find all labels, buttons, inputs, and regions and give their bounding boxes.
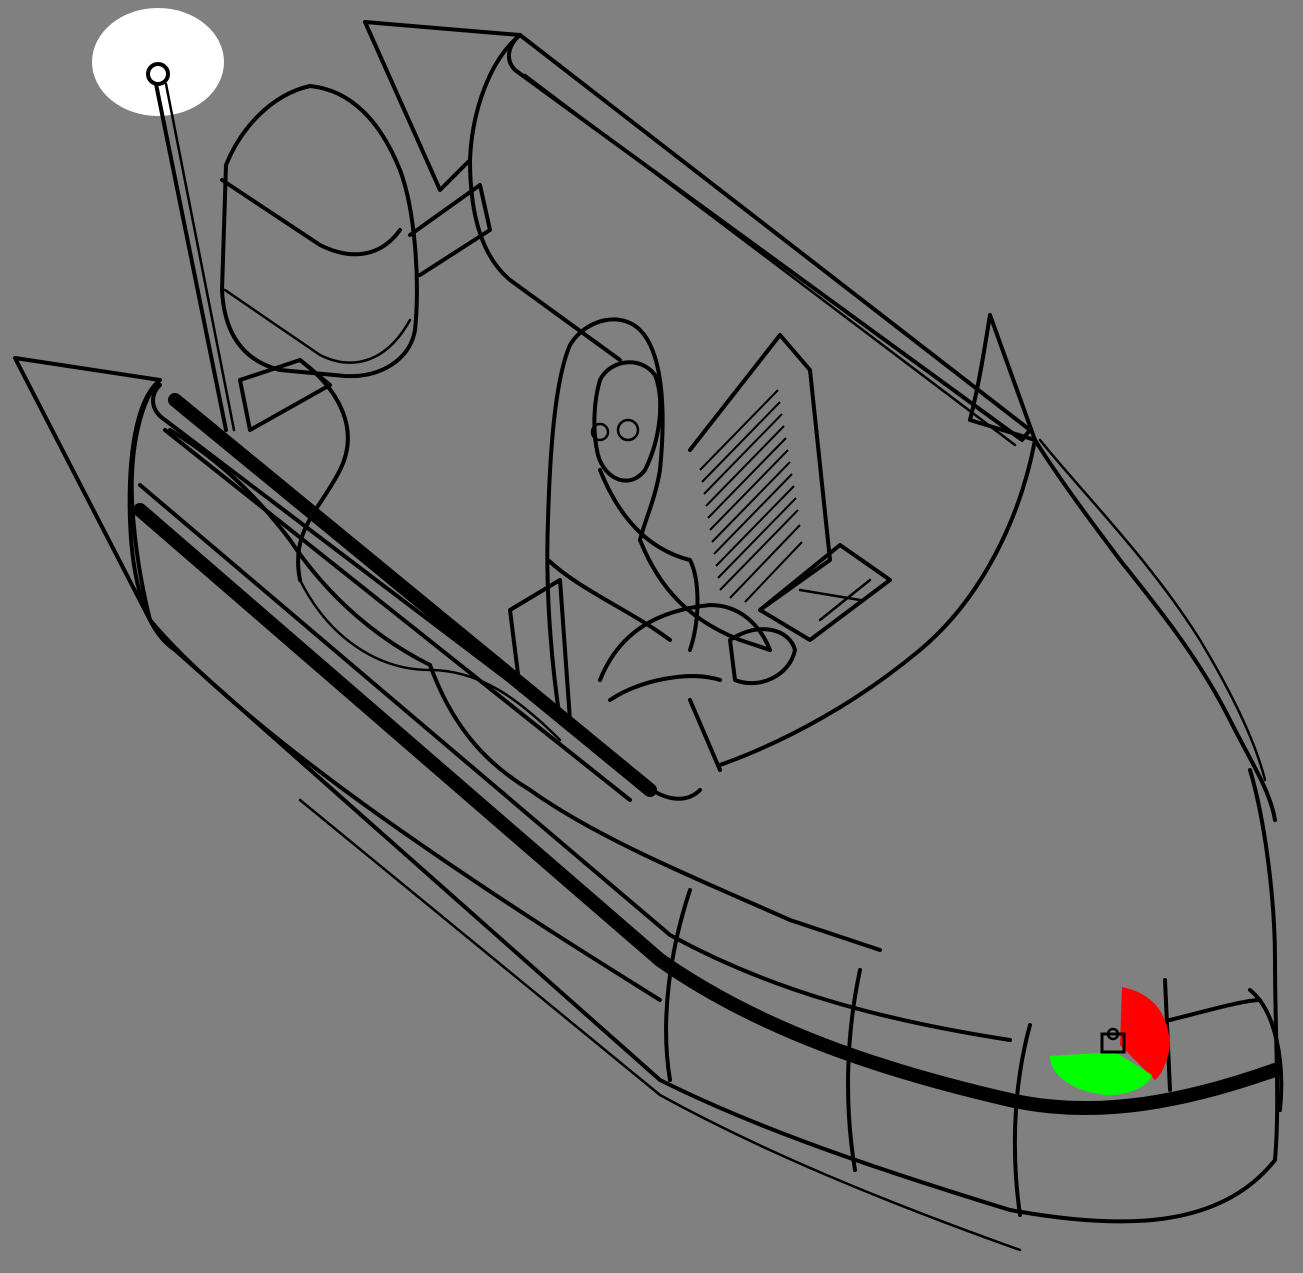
motor-cowling: [222, 86, 417, 376]
hull-bottom: [300, 800, 1020, 1250]
bow-lights: [1050, 885, 1270, 1095]
hull-top-edge: [1035, 440, 1275, 820]
console: [510, 335, 890, 720]
light-pole: [156, 84, 226, 430]
hull-stripe-upper: [140, 485, 1010, 1040]
hull: [15, 358, 1281, 1250]
windshield-frame-top: [509, 35, 1030, 440]
cockpit: [170, 360, 880, 950]
gunwale-inner: [165, 430, 630, 800]
stern-light-group: [92, 8, 234, 430]
cockpit-deck-curve: [430, 665, 880, 950]
hull-panel-line-3: [1015, 1025, 1030, 1215]
hull-top-edge-outer: [1040, 440, 1265, 780]
outboard-motor: [222, 86, 490, 430]
operator-body: [547, 345, 697, 720]
hull-lower-edge: [150, 620, 660, 1000]
operator-hood: [570, 319, 663, 540]
operator-glasses-left: [618, 420, 638, 440]
cockpit-rear-wall: [298, 360, 348, 580]
windshield-right-panel: [970, 315, 1035, 440]
console-dash: [760, 545, 890, 640]
operator-legs: [600, 605, 770, 770]
hull-panel-line-2: [848, 970, 860, 1170]
windshield-left-panel: [365, 22, 520, 190]
console-dash-front: [800, 580, 870, 620]
console-grille: [700, 390, 802, 602]
windshield-pillar-left: [470, 160, 620, 360]
motor-cowling-band: [225, 290, 410, 363]
boat-operator: [547, 319, 795, 770]
windshield: [365, 22, 1035, 765]
motor-cowling-top: [222, 180, 400, 254]
hull-chine: [175, 650, 1275, 1222]
operator-face: [594, 362, 660, 480]
